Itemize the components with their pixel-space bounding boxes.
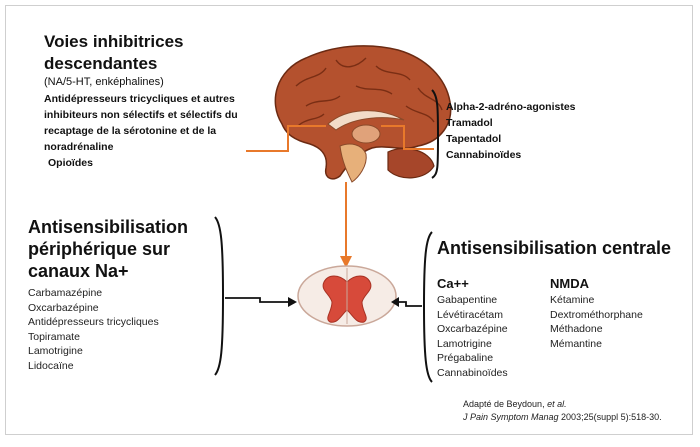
top-right-item: Cannabinoïdes: [446, 147, 646, 163]
slide: Voies inhibitrices descendantes (NA/5-HT…: [5, 5, 693, 435]
peripheral-block: Antisensibilisation périphérique sur can…: [28, 216, 218, 374]
descending-line: Antidépresseurs tricycliques et autres: [44, 91, 284, 107]
citation: Adapté de Beydoun, et al. J Pain Symptom…: [463, 398, 691, 424]
descending-line: recaptage de la sérotonine et de la: [44, 123, 284, 139]
top-right-item: Alpha-2-adréno-agonistes: [446, 99, 646, 115]
descending-line: noradrénaline: [44, 139, 284, 155]
peripheral-item: Topiramate: [28, 330, 218, 345]
peripheral-title-line3: canaux Na+: [28, 260, 218, 282]
central-title: Antisensibilisation centrale: [437, 237, 687, 259]
peripheral-item: Antidépresseurs tricycliques: [28, 315, 218, 330]
left-arrow-head: [288, 297, 297, 307]
thalamus: [352, 125, 380, 143]
ca-item: Lamotrigine: [437, 337, 547, 352]
peripheral-title-line1: Antisensibilisation: [28, 216, 218, 238]
nmda-item: Méthadone: [550, 322, 690, 337]
citation-journal: J Pain Symptom Manag: [463, 412, 559, 422]
descending-pathways-block: Voies inhibitrices descendantes (NA/5-HT…: [44, 31, 284, 171]
top-right-item: Tapentadol: [446, 131, 646, 147]
peripheral-item: Lamotrigine: [28, 344, 218, 359]
nmda-column-head: NMDA: [550, 276, 690, 292]
ca-item: Prégabaline: [437, 351, 547, 366]
ca-item: Oxcarbazépine: [437, 322, 547, 337]
ca-item: Lévétiracétam: [437, 308, 547, 323]
brainstem: [340, 144, 366, 182]
left-arrow-line: [225, 298, 288, 302]
peripheral-item: Lidocaïne: [28, 359, 218, 374]
bottom-right-bracket: [424, 232, 432, 382]
ca-column-head: Ca++: [437, 276, 547, 292]
peripheral-item: Oxcarbazépine: [28, 301, 218, 316]
cerebellum: [388, 148, 434, 177]
descending-title-line1: Voies inhibitrices: [44, 31, 284, 53]
descending-line: Opioïdes: [44, 155, 284, 171]
citation-et-al: et al.: [547, 399, 567, 409]
top-right-list: Alpha-2-adréno-agonistes Tramadol Tapent…: [446, 99, 646, 163]
spinal-cord-cross-section: [298, 266, 396, 326]
citation-line1: Adapté de Beydoun, et al.: [463, 398, 691, 411]
peripheral-title-line2: périphérique sur: [28, 238, 218, 260]
nmda-item: Mémantine: [550, 337, 690, 352]
nmda-item: Kétamine: [550, 293, 690, 308]
citation-ref: 2003;25(suppl 5):518-30.: [559, 412, 662, 422]
top-right-item: Tramadol: [446, 115, 646, 131]
central-nmda-column: NMDA Kétamine Dextrométhorphane Méthadon…: [550, 276, 690, 351]
central-ca-column: Ca++ Gabapentine Lévétiracétam Oxcarbazé…: [437, 276, 547, 381]
peripheral-item: Carbamazépine: [28, 286, 218, 301]
ca-item: Gabapentine: [437, 293, 547, 308]
brain-illustration: [275, 46, 450, 182]
citation-line2: J Pain Symptom Manag 2003;25(suppl 5):51…: [463, 411, 691, 424]
right-arrow-line: [399, 302, 422, 306]
descending-line: inhibiteurs non sélectifs et sélectifs d…: [44, 107, 284, 123]
ca-item: Cannabinoïdes: [437, 366, 547, 381]
descending-title-line2: descendantes: [44, 53, 284, 75]
citation-adapted: Adapté de Beydoun,: [463, 399, 547, 409]
nmda-item: Dextrométhorphane: [550, 308, 690, 323]
descending-subtitle: (NA/5-HT, enképhalines): [44, 75, 284, 90]
